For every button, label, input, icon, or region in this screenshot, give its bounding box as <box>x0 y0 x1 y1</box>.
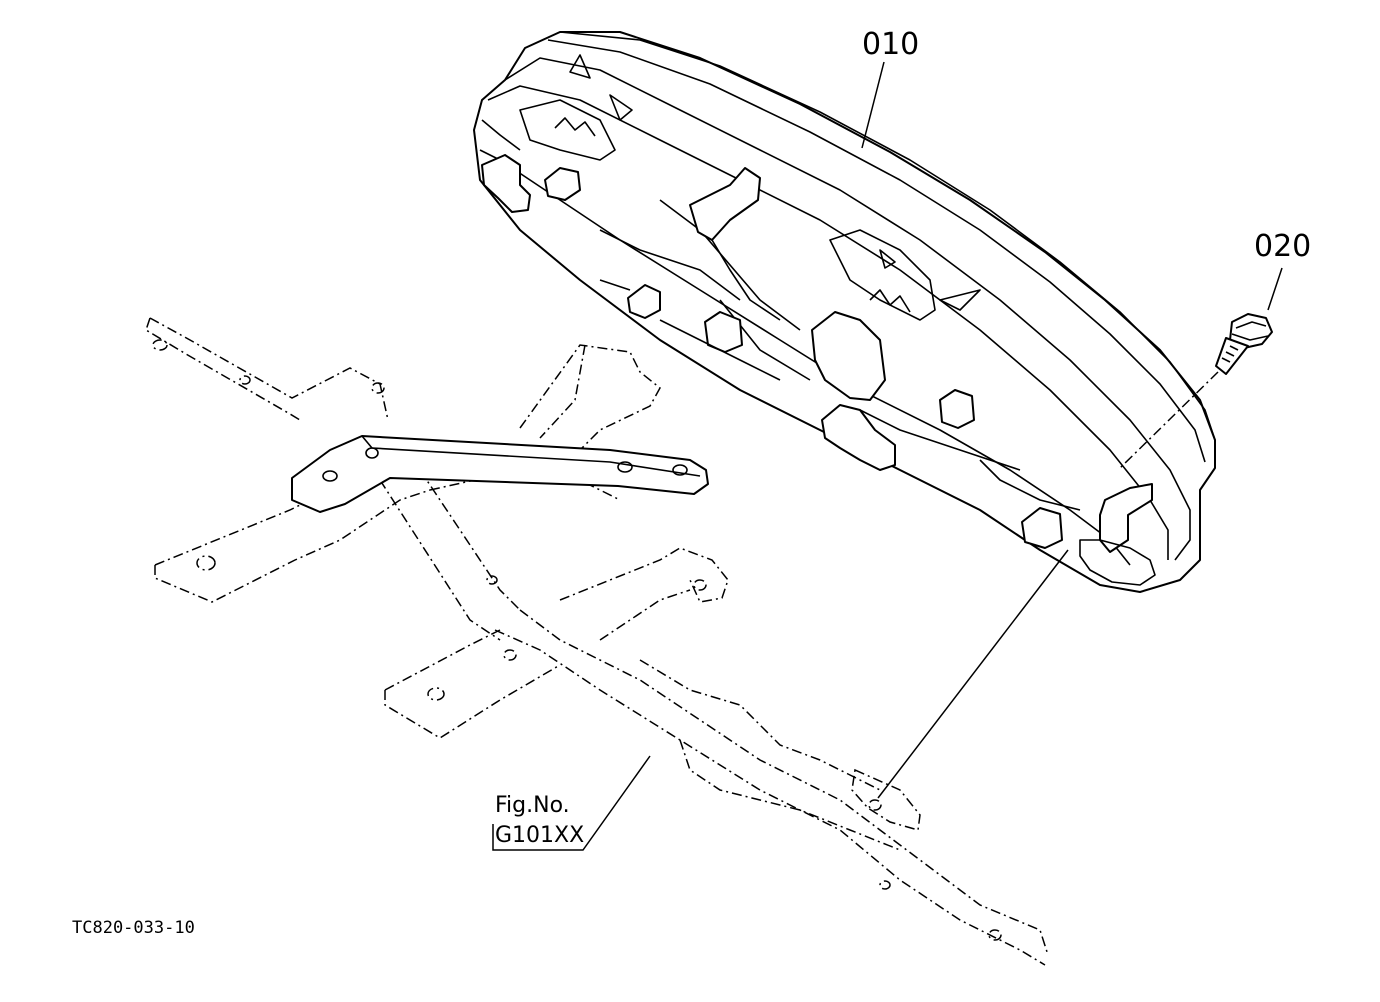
part-010-meter-panel <box>473 31 1216 593</box>
callout-010: 010 <box>862 27 919 62</box>
callout-020: 020 <box>1254 229 1311 264</box>
fastener-axis-line <box>877 549 1069 799</box>
part-020-screw <box>1215 313 1273 375</box>
figure-ref-label: Fig.No. <box>495 793 570 818</box>
leader-020 <box>1267 267 1283 311</box>
mounting-plate <box>291 435 709 513</box>
figure-ref-number: G101XX <box>495 823 584 848</box>
leader-figure-ref <box>492 755 651 851</box>
leader-010 <box>861 61 885 149</box>
drawing-code: TC820-033-10 <box>72 918 195 938</box>
screw-axis-line <box>1119 371 1219 469</box>
bracket-frame <box>145 317 1049 966</box>
